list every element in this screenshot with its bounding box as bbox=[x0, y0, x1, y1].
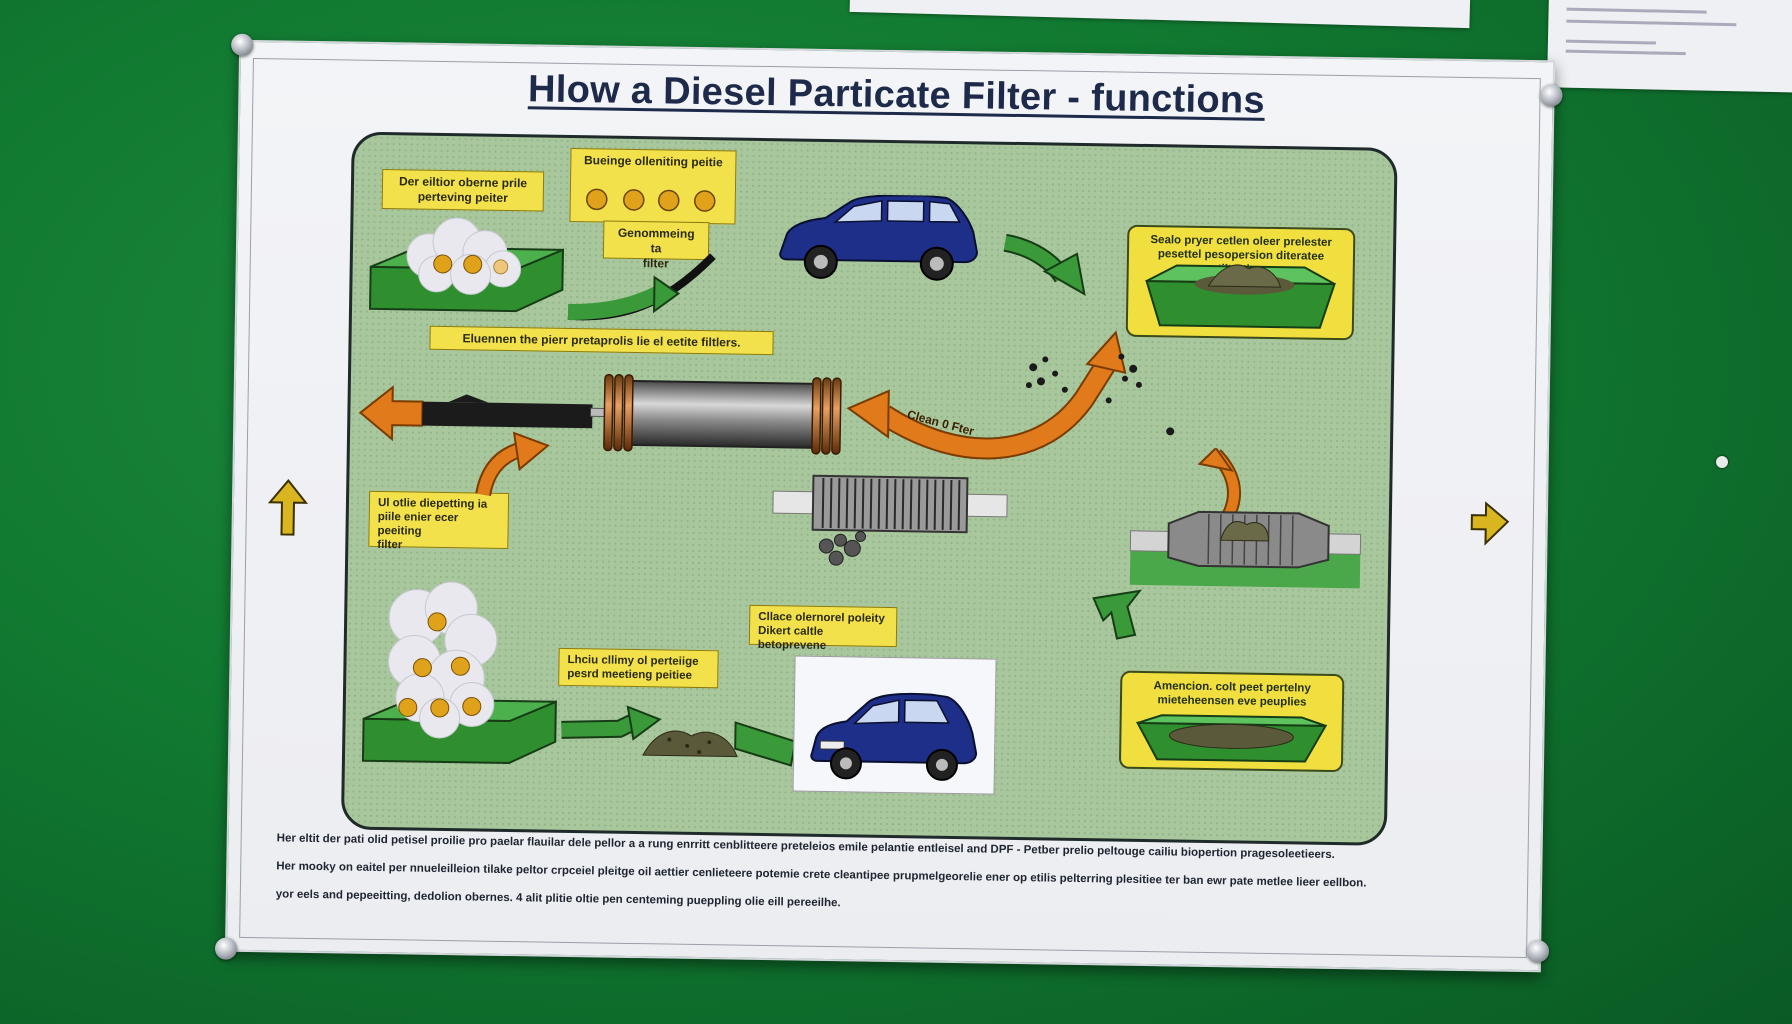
bottom-flow-arrows-icon bbox=[561, 705, 797, 767]
bottom-car-frame bbox=[792, 655, 997, 795]
filter-tray-with-soot-icon bbox=[1135, 714, 1328, 763]
soot-specks-icon bbox=[1025, 353, 1175, 436]
label-top-left: Der eiltior oberne prile perteving peite… bbox=[381, 168, 545, 212]
bottom-left-cloud-slab-icon bbox=[361, 581, 557, 765]
diagram-panel: Der eiltior oberne prile perteving peite… bbox=[340, 131, 1398, 846]
right-side-arrow-icon bbox=[1470, 501, 1510, 546]
label-left-bottom: Lhciu cllimy ol perteiige pesrd meetieng… bbox=[558, 647, 719, 689]
top-right-box: Sealo pryer cetlen oleer prelester peset… bbox=[1125, 224, 1356, 341]
middle-banner: Eluennen the pierr pretaprolis lie el ee… bbox=[429, 325, 774, 356]
label-top-center-text: Bueinge olleniting peitie bbox=[583, 153, 723, 170]
orange-up-arrow-icon bbox=[475, 431, 550, 497]
pin-bottom-left bbox=[214, 937, 238, 960]
particle-row-icon bbox=[586, 188, 716, 212]
dpf-poster: Hlow a Diesel Particate Filter - functio… bbox=[214, 33, 1563, 973]
green-arrow-down-left-icon bbox=[1092, 589, 1143, 640]
top-paper-sheet bbox=[849, 0, 1471, 29]
bottom-right-box-text: Amencion. colt peet pertelny mieteheense… bbox=[1153, 680, 1311, 709]
car-icon-bottom bbox=[810, 692, 978, 781]
board-screw-hole bbox=[1716, 456, 1728, 468]
pin-bottom-right bbox=[1526, 940, 1550, 963]
bottom-right-box: Amencion. colt peet pertelny mieteheense… bbox=[1118, 670, 1345, 773]
top-left-cloud-slab-icon bbox=[369, 217, 565, 313]
top-right-paper-note bbox=[1546, 0, 1792, 93]
label-top-center: Bueinge olleniting peitie bbox=[569, 147, 737, 225]
soot-filter-right-icon bbox=[1129, 446, 1362, 589]
car-icon-top bbox=[779, 194, 978, 281]
filter-cylinder-icon bbox=[589, 373, 842, 455]
label-center-bottom-small: Cllace olernorel poleity Dikert caltle b… bbox=[748, 604, 898, 652]
ribbed-filter-icon bbox=[772, 474, 1008, 566]
exhaust-arrow-left-icon bbox=[358, 385, 593, 442]
orange-return-arrow-icon bbox=[846, 330, 1127, 460]
label-left-mid: Ul otlie diepetting ia piile enier ecer … bbox=[368, 490, 510, 551]
filter-bed-with-soot-icon bbox=[1145, 264, 1336, 329]
green-arrow-right-icon bbox=[1003, 233, 1086, 296]
left-side-arrow-icon bbox=[267, 478, 309, 536]
green-curve-arrow-icon bbox=[567, 253, 716, 321]
pin-top-left bbox=[230, 33, 254, 56]
